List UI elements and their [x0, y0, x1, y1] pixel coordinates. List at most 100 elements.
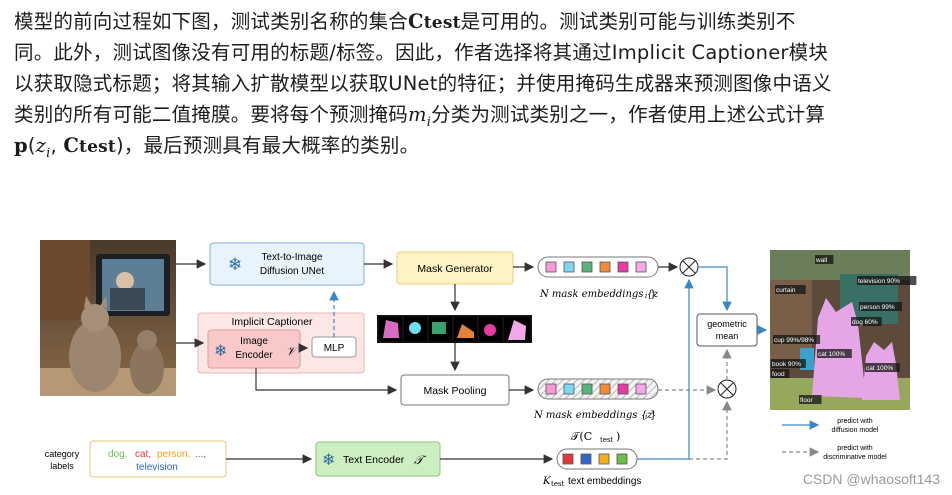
snowflake-icon: ❄	[228, 255, 242, 275]
svg-text:predict with: predict with	[837, 445, 873, 452]
svg-text:i: i	[645, 292, 647, 300]
segment-label-bg	[865, 363, 900, 372]
segment-label: curtain	[776, 287, 796, 294]
svg-text:category: category	[45, 449, 80, 459]
svg-text:Encoder: Encoder	[235, 350, 273, 361]
paragraph-line-1: 模型的前向过程如下图，测试类别名称的集合Ctest是可用的。测试类别可能与训练类…	[14, 10, 796, 33]
svg-text:test: test	[551, 480, 565, 488]
svg-text:predict with: predict with	[837, 418, 873, 425]
segment-label-bg	[815, 255, 834, 264]
paragraph: 模型的前向过程如下图，测试类别名称的集合Ctest是可用的。测试类别可能与训练类…	[14, 6, 942, 161]
segment-label-bg	[799, 395, 822, 404]
svg-text:MLP: MLP	[324, 343, 345, 354]
svg-text:Mask Pooling: Mask Pooling	[423, 385, 486, 397]
geometric-mean-box: geometric mean	[696, 313, 758, 347]
segment-label: television 90%	[858, 278, 900, 285]
svg-text:Mask Generator: Mask Generator	[417, 263, 493, 275]
architecture-figure: ❄ Text-to-Image Diffusion UNet Mask Gene…	[0, 228, 952, 495]
mask-embeddings-top: N mask embeddings {z i }	[537, 256, 659, 300]
text-encoder-box: ❄ Text Encoder 𝒯	[315, 441, 441, 477]
segment-label: cat 100%	[866, 365, 893, 372]
implicit-captioner-box: Implicit Captioner ❄ Image Encoder 𝒱 MLP	[197, 312, 365, 374]
svg-text:television: television	[136, 462, 178, 473]
mask-embedding-square	[617, 383, 629, 395]
mask-embedding-square	[599, 383, 611, 395]
svg-text:N mask embeddings {z: N mask embeddings {z	[539, 289, 659, 300]
category-labels: category labels dog, cat, person, ..., t…	[45, 440, 227, 478]
segment-label: cat 100%	[818, 351, 845, 358]
segment-label: floor	[800, 397, 813, 404]
mask-embedding-square	[581, 261, 593, 273]
svg-text:}: }	[650, 410, 656, 421]
paragraph-line-5: p(zi, Ctest)，最后预测具有最大概率的类别。	[14, 134, 420, 161]
mask-embedding-square	[635, 261, 647, 273]
input-image	[40, 240, 176, 396]
svg-text:test: test	[600, 436, 614, 444]
segment-label: person 99%	[860, 304, 895, 311]
snowflake-icon: ❄	[214, 341, 227, 360]
svg-text:geometric: geometric	[707, 319, 747, 329]
watermark: CSDN @whaosoft143	[802, 471, 940, 487]
snowflake-icon: ❄	[322, 450, 335, 469]
paragraph-line-3: 以获取隐式标题；将其输入扩散模型以获取UNet的特征；并使用掩码生成器来预测图像…	[14, 72, 832, 95]
predicted-masks	[377, 315, 532, 343]
svg-text:diffusion model: diffusion model	[832, 427, 879, 434]
segment-label: wall	[815, 257, 828, 264]
segment-label-bg	[851, 317, 882, 326]
mask-embedding-square	[581, 383, 593, 395]
mask-embedding-square	[617, 261, 629, 273]
segment-label-bg	[857, 276, 917, 285]
svg-text:mean: mean	[716, 331, 739, 341]
svg-text:Text-to-Image: Text-to-Image	[261, 252, 323, 263]
text-embeddings: 𝒯(C test ) K test text embeddings	[542, 430, 641, 488]
paragraph-line-4: 类别的所有可能二值掩膜。要将每个预测掩码mi分类为测试类别之一，作者使用上述公式…	[14, 103, 826, 130]
mask-pooling-box: Mask Pooling	[400, 374, 510, 406]
svg-text:K: K	[542, 476, 551, 487]
mask-embeddings-bottom: N mask embeddings {z' i }	[533, 378, 659, 421]
text-embedding-square	[616, 453, 628, 465]
svg-text:Implicit Captioner: Implicit Captioner	[231, 316, 313, 328]
segment-label: cup 99%/98%	[774, 337, 814, 344]
mask-embedding-square	[563, 261, 575, 273]
text-embedding-square	[598, 453, 610, 465]
svg-text:}: }	[650, 289, 656, 300]
svg-text:...,: ...,	[195, 449, 206, 460]
text-embedding-square	[562, 453, 574, 465]
svg-text:Image: Image	[240, 336, 268, 347]
svg-text:dog,: dog,	[108, 449, 127, 460]
mask-embedding-square	[545, 383, 557, 395]
diffusion-unet-box: ❄ Text-to-Image Diffusion UNet	[209, 242, 365, 286]
architecture-diagram: ❄ Text-to-Image Diffusion UNet Mask Gene…	[40, 240, 917, 488]
segment-label-bg	[771, 359, 806, 368]
mask-embedding-square	[635, 383, 647, 395]
svg-text:Text Encoder: Text Encoder	[343, 454, 405, 466]
segment-label-bg	[775, 285, 806, 294]
paragraph-line-2: 同。此外，测试图像没有可用的标题/标签。因此，作者选择将其通过Implicit …	[14, 41, 829, 64]
svg-text:person,: person,	[157, 449, 190, 460]
segment-label: dog 60%	[852, 319, 878, 326]
legend: predict with diffusion model predict wit…	[782, 418, 887, 461]
svg-text:cat,: cat,	[135, 449, 151, 460]
svg-text:discriminative model: discriminative model	[823, 454, 887, 461]
segment-label-bg	[817, 349, 852, 358]
segment-label-bg	[773, 335, 821, 344]
svg-text:Diffusion UNet: Diffusion UNet	[260, 266, 325, 277]
multiply-node-top	[679, 257, 699, 277]
multiply-node-bottom	[717, 379, 737, 399]
mask-embedding-square	[599, 261, 611, 273]
segment-label-bg	[771, 369, 790, 378]
segment-label: book 90%	[772, 361, 801, 368]
svg-text:N mask embeddings {z': N mask embeddings {z'	[533, 410, 655, 421]
segment-label-bg	[859, 302, 902, 311]
segment-label: food	[772, 371, 785, 378]
arrows	[176, 259, 768, 464]
svg-text:): )	[616, 430, 620, 443]
output-segmentation: wall television 90% curtain person 99% dog 6…	[770, 250, 917, 410]
svg-text:text embeddings: text embeddings	[568, 476, 641, 487]
text-embedding-square	[580, 453, 592, 465]
svg-text:𝒯(C: 𝒯(C	[571, 430, 592, 443]
svg-text:labels: labels	[50, 461, 74, 471]
mask-embedding-square	[563, 383, 575, 395]
mask-embedding-square	[545, 261, 557, 273]
mask-generator-box: Mask Generator	[396, 251, 514, 285]
